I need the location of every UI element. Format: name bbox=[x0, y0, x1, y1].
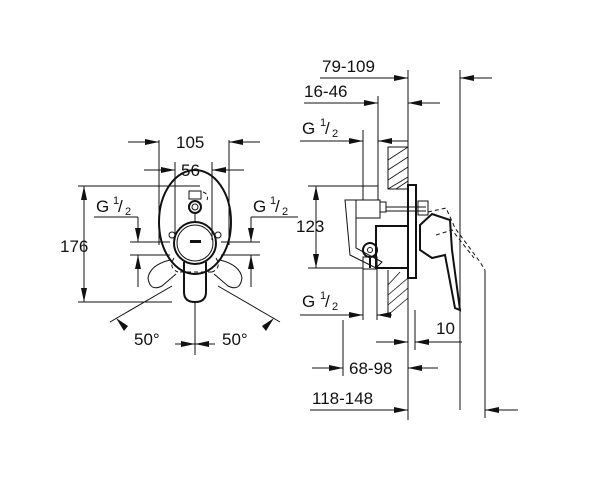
svg-text:/: / bbox=[275, 197, 280, 216]
dim-depth-pipe: 16-46 bbox=[304, 82, 347, 101]
dim-body-depth: 68-98 bbox=[349, 359, 392, 378]
svg-text:2: 2 bbox=[125, 206, 131, 218]
svg-text:1: 1 bbox=[320, 290, 326, 302]
dim-depth-handle: 79-109 bbox=[322, 57, 375, 76]
angle-left: 50° bbox=[134, 330, 160, 349]
side-view: 79-109 16-46 G 1 / 2 bbox=[296, 57, 518, 420]
dim-total-depth: 118-148 bbox=[312, 389, 373, 408]
svg-text:1: 1 bbox=[270, 195, 276, 207]
dim-height-total: 176 bbox=[60, 237, 88, 256]
svg-text:2: 2 bbox=[282, 206, 288, 218]
dim-width-outer: 105 bbox=[176, 133, 204, 152]
svg-text:/: / bbox=[325, 119, 330, 138]
svg-text:/: / bbox=[118, 197, 123, 216]
thread-right-label: G bbox=[253, 197, 266, 216]
thread-top-label: G bbox=[302, 119, 315, 138]
dim-plate-thickness: 10 bbox=[436, 319, 455, 338]
thread-left-label: G bbox=[96, 197, 109, 216]
angle-right: 50° bbox=[222, 330, 248, 349]
svg-text:1: 1 bbox=[320, 117, 326, 129]
front-view: 105 56 176 G 1 / 2 G 1 / 2 bbox=[60, 133, 298, 355]
svg-text:2: 2 bbox=[332, 301, 338, 313]
dim-height-outlets: 123 bbox=[296, 217, 324, 236]
svg-text:1: 1 bbox=[113, 195, 119, 207]
svg-text:2: 2 bbox=[332, 128, 338, 140]
svg-text:/: / bbox=[325, 292, 330, 311]
thread-bottom-label: G bbox=[302, 292, 315, 311]
